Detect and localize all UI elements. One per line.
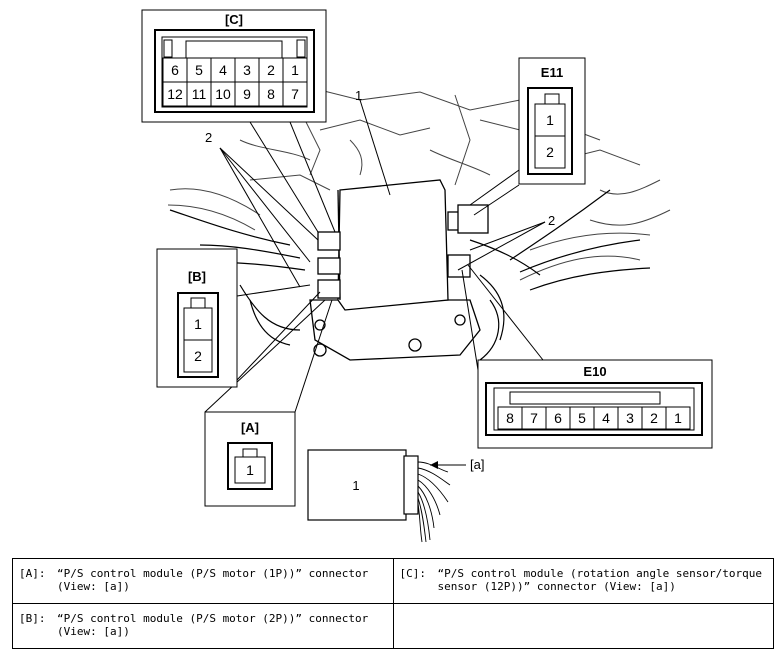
connector-c-pin-number: 3	[243, 62, 251, 78]
connector-pointer-label-right: 2	[548, 213, 555, 228]
connector-e11-callout: E11 1 2	[518, 57, 586, 185]
connector-e11-pin-cell	[534, 103, 566, 137]
connector-a-callout: [A] 1	[204, 411, 296, 507]
connector-c-pin-cell	[234, 57, 260, 83]
connector-e10-pin-number: 2	[650, 410, 658, 426]
connector-c-title: [C]	[225, 12, 243, 27]
connector-pointer-label-left: 2	[205, 130, 212, 145]
connector-e10-title: E10	[583, 364, 606, 379]
view-direction-label: [a]	[470, 457, 484, 472]
connector-b-title: [B]	[188, 269, 206, 284]
legend-code: [C]:	[399, 567, 427, 580]
connector-b-pin-cell	[183, 339, 213, 373]
connector-c-pin-number: 7	[291, 86, 299, 102]
connector-c-pin-cell	[162, 57, 188, 83]
connector-c-pin-number: 6	[171, 62, 179, 78]
connector-b-pin-number: 1	[194, 316, 202, 332]
connector-e10-pin-number: 4	[602, 410, 610, 426]
connector-b-callout: [B] 1 2	[156, 248, 238, 388]
connector-c-pin-cell	[258, 81, 284, 107]
module-number-label: 1	[355, 88, 362, 103]
connector-e11-pin-cell	[534, 135, 566, 169]
connector-c-pin-number: 11	[192, 86, 207, 102]
module-view-number: 1	[352, 478, 359, 493]
connector-c-pin-number: 5	[195, 62, 203, 78]
connector-e10-pin-number: 3	[626, 410, 634, 426]
connector-c-pin-number: 2	[267, 62, 275, 78]
connector-e11-pin-number: 2	[546, 144, 554, 160]
connector-e10-pin-number: 5	[578, 410, 586, 426]
connector-b-pin-number: 2	[194, 348, 202, 364]
connector-c-pin-cell	[210, 81, 236, 107]
connector-c-pin-number: 9	[243, 86, 251, 102]
legend-code: [B]:	[19, 612, 46, 625]
legend-cell: [C]: “P/S control module (rotation angle…	[392, 558, 774, 604]
connector-c-pin-number: 4	[219, 62, 227, 78]
legend-table: [A]: “P/S control module (P/S motor (1P)…	[12, 558, 774, 649]
connector-e10-pin-number: 1	[674, 410, 682, 426]
connector-c-pin-cell	[210, 57, 236, 83]
connector-a-title: [A]	[241, 420, 259, 435]
legend-description: “P/S control module (P/S motor (2P))” co…	[57, 612, 369, 638]
connector-c-pin-cell	[162, 81, 188, 107]
connector-c-pin-number: 8	[267, 86, 275, 102]
connector-e10-pin-number: 7	[530, 410, 538, 426]
module-view-a: 1 [a]	[307, 449, 484, 543]
connector-c-pin-cell	[282, 57, 308, 83]
connector-e10-pin-number: 6	[554, 410, 562, 426]
connector-c-pin-number: 1	[291, 62, 299, 78]
control-module-body	[309, 179, 489, 361]
connector-c-pin-cell	[282, 81, 308, 107]
connector-a-pin-number: 1	[246, 462, 254, 478]
legend-code: [A]:	[19, 567, 46, 580]
connector-e11-title: E11	[541, 65, 563, 80]
legend-cell	[392, 603, 774, 649]
legend-cell: [A]: “P/S control module (P/S motor (1P)…	[12, 558, 394, 604]
connector-c-pin-cell	[258, 57, 284, 83]
connector-c-pin-number: 10	[215, 86, 231, 102]
connector-a-pin-cell	[234, 456, 266, 484]
connector-e10-pin-number: 8	[506, 410, 514, 426]
leader-lines	[204, 99, 546, 413]
connector-e11-pin-number: 1	[546, 112, 554, 128]
connector-e10-pin-cell	[665, 406, 691, 430]
legend-description: “P/S control module (P/S motor (1P))” co…	[57, 567, 369, 593]
legend-description: “P/S control module (rotation angle sens…	[437, 567, 763, 593]
legend-cell: [B]: “P/S control module (P/S motor (2P)…	[12, 603, 394, 649]
connector-c-pin-number: 12	[167, 86, 183, 102]
